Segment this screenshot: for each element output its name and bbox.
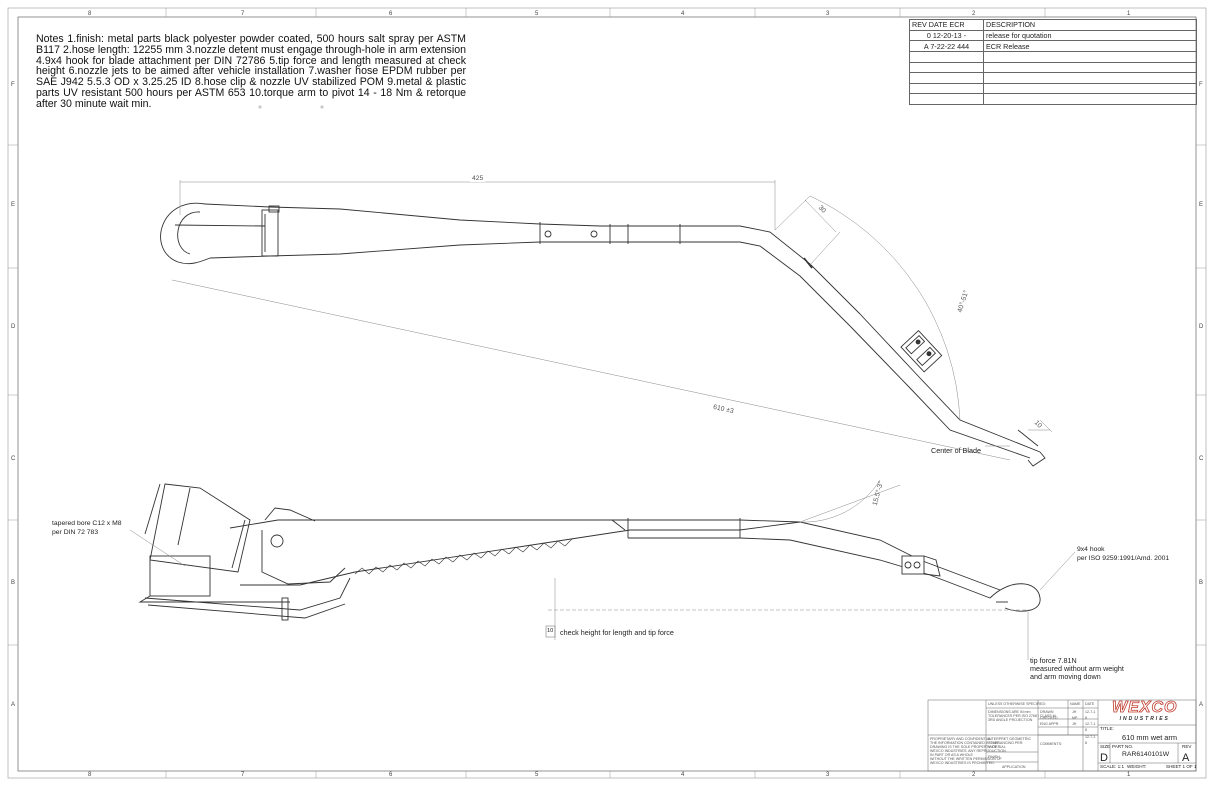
tb-comments: COMMENTS:: [1040, 742, 1062, 746]
zone-top-8: 8: [88, 11, 92, 17]
zone-right-A: A: [1199, 702, 1204, 708]
tb-extra-date2: 8: [1085, 741, 1087, 745]
zone-top-6: 6: [389, 11, 393, 17]
drawing-title: 610 mm wet arm: [1122, 733, 1178, 742]
revision-row: A 7-22-22 444 ECR Release: [909, 40, 1197, 52]
zone-top-7: 7: [241, 11, 245, 17]
tb-eng-appr: ENG APPR.: [1040, 722, 1060, 726]
tb-drawn-by: JH: [1072, 710, 1077, 714]
zone-top-5: 5: [535, 11, 539, 17]
tip-force-label: tip force 7.81N measured without arm wei…: [1030, 656, 1124, 682]
tb-name-hdr: NAME: [1070, 702, 1081, 706]
tb-appr-by: JH: [1072, 722, 1077, 726]
zone-left-F: F: [11, 82, 15, 88]
zone-bottom-1: 1: [1127, 772, 1131, 778]
tb-date-hdr: DATE: [1085, 702, 1095, 706]
rev-value: A: [1182, 752, 1190, 764]
zone-bottom-8: 8: [88, 772, 92, 778]
zone-left-D: D: [11, 324, 16, 330]
tapered-bore-label: tapered bore C12 x M8 per DIN 72 783: [52, 520, 122, 536]
tb-application: APPLICATION: [1002, 765, 1026, 769]
zone-bottom-7: 7: [241, 772, 245, 778]
scale: SCALE: 1:1: [1100, 764, 1125, 769]
zone-left-E: E: [11, 202, 16, 208]
side-view-arm: [138, 483, 1041, 621]
tb-unless: UNLESS OTHERWISE SPECIFIED:: [988, 702, 1047, 706]
hook-label: 9x4 hook per ISO 9259:1991/Amd. 2001: [1077, 546, 1170, 562]
rev-header: REV DATE ECR: [909, 19, 984, 31]
zone-bottom-2: 2: [972, 772, 976, 778]
tb-drawn-date: 12-7-1: [1085, 710, 1096, 714]
company-logo: WEXCO INDUSTRIES: [1112, 699, 1178, 722]
zone-left-B: B: [11, 580, 16, 586]
tb-checked-by: MP: [1072, 716, 1078, 720]
check-height-value: 10: [547, 628, 554, 634]
sheet-number: SHEET 1 OF 1: [1166, 764, 1197, 769]
zone-right-B: B: [1199, 580, 1204, 586]
zone-top-2: 2: [972, 11, 976, 17]
zone-bottom-5: 5: [535, 772, 539, 778]
check-height-label: check height for length and tip force: [560, 628, 674, 637]
tb-dims: DIMENSIONS ARE IN mm TOLERANCES PER ISO …: [988, 710, 1056, 722]
part-number: RAR6140101W: [1122, 751, 1170, 758]
tb-appr-date: 12-7-1: [1085, 722, 1096, 726]
tb-extra-date: 12-7-1: [1085, 735, 1096, 739]
size-value: D: [1100, 752, 1108, 764]
part-no-label: PART NO.: [1112, 744, 1134, 749]
tb-appr-date2: 8: [1085, 728, 1087, 732]
tb-checked: CHECKED: [1040, 716, 1058, 720]
center-of-blade-label: Center of Blade: [931, 446, 981, 455]
revision-row: 0 12-20-13 - release for quotation: [909, 29, 1197, 42]
top-view-arm: [160, 202, 1046, 467]
zone-left-A: A: [11, 702, 16, 708]
zone-left-C: C: [11, 456, 16, 462]
zone-top-4: 4: [681, 11, 685, 17]
rev-label: REV: [1182, 744, 1192, 749]
size-label: SIZE: [1100, 744, 1111, 749]
zone-top-1: 1: [1127, 11, 1131, 17]
tb-finish: FINISH: [988, 755, 1000, 759]
zone-bottom-6: 6: [389, 772, 393, 778]
revision-table: REV DATE ECR DESCRIPTION 0 12-20-13 - re…: [909, 19, 1197, 105]
tb-checked-date: 8: [1085, 716, 1087, 720]
zone-bottom-4: 4: [681, 772, 685, 778]
tb-interpret: INTERPRET GEOMETRIC TOLERANCING PER:: [988, 737, 1032, 745]
tb-material: MATERIAL: [988, 745, 1006, 749]
zone-right-C: C: [1199, 456, 1204, 462]
dimension-425: 425: [470, 175, 486, 182]
tb-drawn: DRAWN: [1040, 710, 1054, 714]
weight: WEIGHT:: [1127, 764, 1147, 769]
zone-right-D: D: [1199, 324, 1204, 330]
zone-bottom-3: 3: [826, 772, 830, 778]
tb-proprietary: PROPRIETARY AND CONFIDENTIAL THE INFORMA…: [930, 737, 1006, 765]
zone-right-F: F: [1199, 82, 1203, 88]
zone-top-3: 3: [826, 11, 830, 17]
drawing-notes: Notes 1.finish: metal parts black polyes…: [36, 33, 466, 110]
description-header: DESCRIPTION: [983, 19, 1197, 31]
zone-right-E: E: [1199, 202, 1204, 208]
title-label: TITLE:: [1100, 726, 1114, 731]
